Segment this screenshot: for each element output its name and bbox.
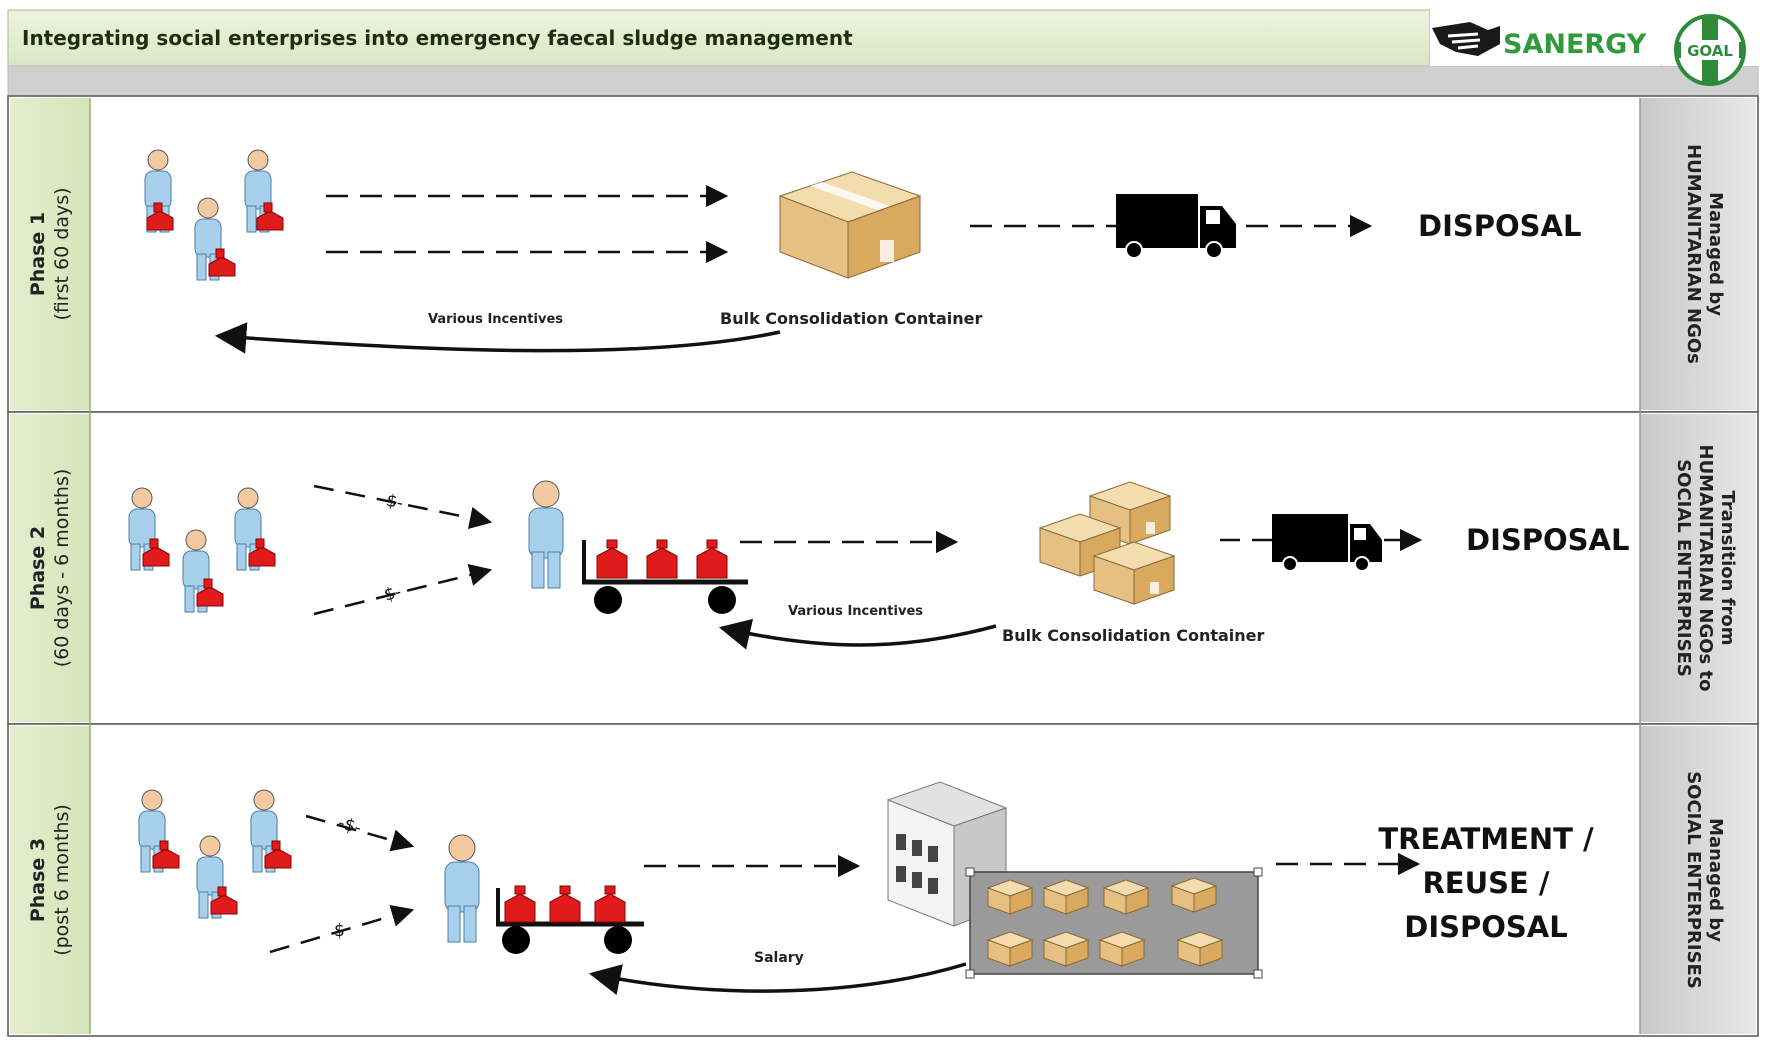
phase-3-destination-line-1: TREATMENT / [1378, 822, 1594, 856]
phase-1-management-label: Managed by HUMANITARIAN NGOs [1683, 144, 1726, 364]
phase-3-right-tab [1640, 726, 1756, 1034]
phase-1-container-label: Bulk Consolidation Container [720, 309, 983, 328]
phase-2-incentives-label: Various Incentives [788, 604, 923, 619]
container-icon [264, 840, 292, 869]
truck-icon [1116, 194, 1236, 259]
phase-2-payment-symbol-top: -$- [378, 489, 405, 513]
header-bar [7, 9, 1431, 67]
collector-person-icon [444, 834, 480, 943]
phase-1-households [144, 149, 284, 281]
phase-2-households [128, 487, 276, 613]
container-icon [208, 248, 236, 277]
phase-3-salary-arrow [588, 962, 967, 996]
phase-3-title: Phase 3 [27, 838, 49, 922]
phase-3-households [138, 789, 292, 919]
phase-3-duration: (post 6 months) [51, 804, 73, 956]
phase-3-management-label: Managed by SOCIAL ENTERPRISES [1683, 771, 1726, 989]
handshake-icon [1432, 22, 1500, 56]
phase-3-management-line-1: Managed by [1705, 818, 1726, 942]
header-title: Integrating social enterprises into emer… [22, 26, 853, 50]
collector-person-icon [528, 480, 564, 589]
phase-3-destination-line-2: REUSE / [1422, 866, 1549, 900]
bulk-container-boxes-icon [1038, 481, 1176, 605]
header: Integrating social enterprises into emer… [7, 9, 1759, 97]
container-icon [196, 578, 224, 607]
phase-2-panel [7, 411, 1759, 725]
phase-1-management-line-2: HUMANITARIAN NGOs [1683, 144, 1704, 364]
phase-1-title: Phase 1 [27, 212, 49, 296]
phase-2-management-line-1: Transition from [1717, 490, 1738, 645]
phase-3-management-line-2: SOCIAL ENTERPRISES [1683, 771, 1704, 989]
phase-1-destination: DISPOSAL [1418, 209, 1581, 243]
phase-3-side-tab [10, 726, 90, 1034]
phase-2-right-tab [1640, 414, 1756, 722]
phase-1-duration: (first 60 days) [51, 187, 73, 320]
container-icon [146, 202, 174, 231]
header-subbar [7, 65, 1759, 97]
phase-2-duration: (60 days - 6 months) [51, 469, 73, 668]
phase-1-side-tab [10, 98, 90, 410]
phase-1-incentives-label: Various Incentives [428, 312, 563, 327]
phase-2-destination: DISPOSAL [1466, 523, 1629, 557]
phase-1-management-line-1: Managed by [1705, 192, 1726, 316]
phase-2-management-line-3: SOCIAL ENTERPRISES [1673, 459, 1694, 677]
phase-2-incentive-arrow [718, 618, 997, 650]
bulk-container-box-icon [778, 171, 922, 279]
phase-3-payment-symbol-bottom: $ [334, 921, 345, 941]
goal-logo-text: GOAL [1687, 42, 1733, 60]
phase-2-title: Phase 2 [27, 526, 49, 610]
container-icon [210, 886, 238, 915]
phase-1-incentive-arrow [214, 322, 781, 354]
truck-icon [1272, 514, 1382, 572]
phase-2-label: Phase 2 (60 days - 6 months) [27, 469, 73, 668]
phase-3-payment-arrow-top [305, 814, 415, 852]
phase-3-destination-line-3: DISPOSAL [1404, 910, 1567, 944]
phase-2-management-label: Transition from HUMANITARIAN NGOs to SOC… [1673, 444, 1738, 691]
storage-tray-icon [965, 867, 1263, 979]
goal-logo: GOAL [1662, 10, 1758, 86]
sanergy-logo-text: SANERGY [1503, 29, 1647, 60]
sanergy-logo: SANERGY [1430, 10, 1660, 66]
phase-2-cart-icon [582, 539, 748, 614]
container-icon [248, 538, 276, 567]
container-icon [152, 840, 180, 869]
phase-3-cart-icon [496, 885, 644, 954]
phase-3-salary-label: Salary [754, 950, 804, 966]
container-icon [142, 538, 170, 567]
phase-2-management-line-2: HUMANITARIAN NGOs to [1695, 444, 1716, 691]
phase-1-right-tab [1640, 98, 1756, 410]
phase-2-container-label: Bulk Consolidation Container [1002, 626, 1265, 645]
phase-1-label: Phase 1 (first 60 days) [27, 187, 73, 320]
container-icon [256, 202, 284, 231]
phase-2-side-tab [10, 414, 90, 722]
phase-3-payment-arrow-bottom [269, 904, 415, 954]
phase-3-label: Phase 3 (post 6 months) [27, 804, 73, 956]
